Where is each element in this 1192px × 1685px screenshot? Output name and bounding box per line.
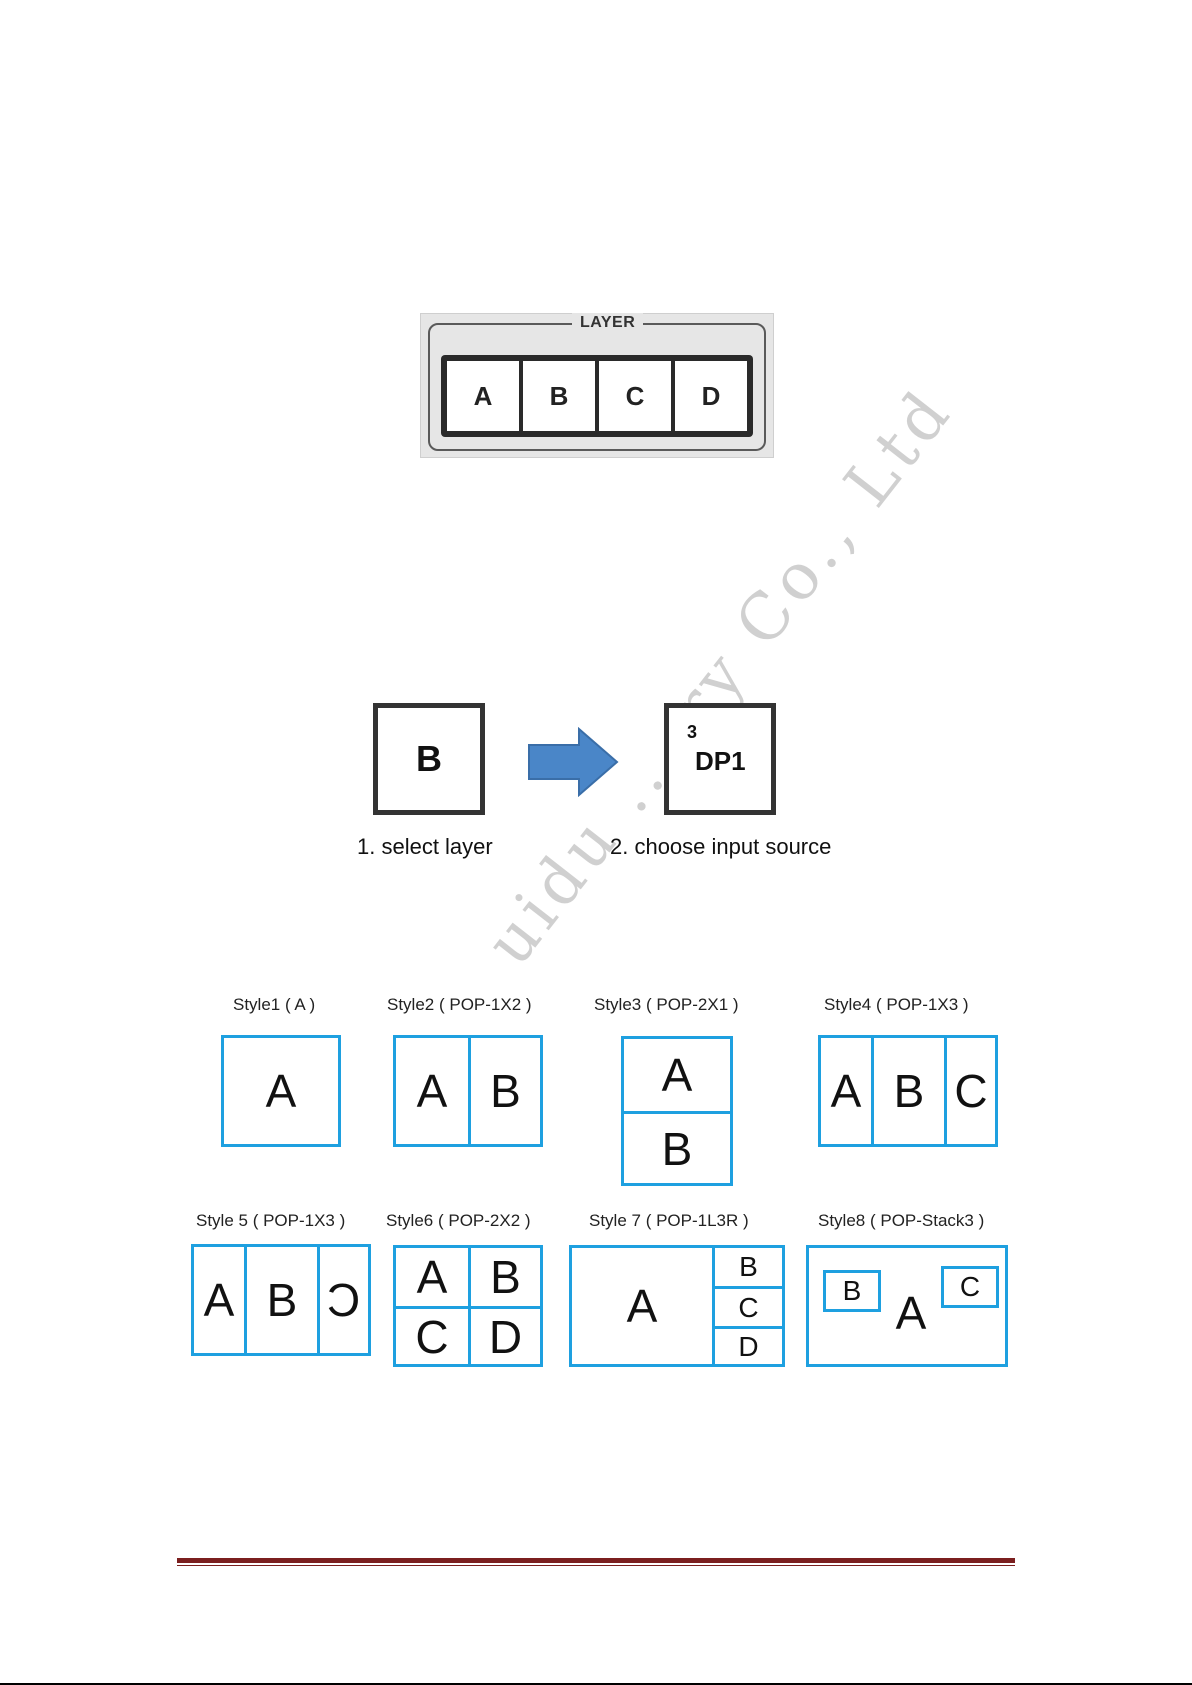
style-8-cell-a: A [881,1278,941,1348]
style-5-diagram: A B C [191,1244,371,1356]
style-5-cell-b: B [247,1247,317,1353]
right-arrow-icon [527,727,619,797]
style-8-label: Style8 ( POP-Stack3 ) [818,1211,984,1231]
style-6-cell-c: C [396,1309,468,1364]
style-7-cell-b: B [715,1248,782,1286]
style-6-cell-b: B [471,1248,540,1306]
style-7-cell-d: D [715,1329,782,1364]
style-4-cell-c: C [947,1038,995,1144]
style-7-cell-c: C [715,1289,782,1326]
style-5-cell-c: C [320,1247,368,1353]
style-7-label: Style 7 ( POP-1L3R ) [589,1211,749,1231]
layer-button-group: A B C D [441,355,753,437]
input-source-number: 3 [687,722,697,743]
style-7-diagram: A B C D [569,1245,785,1367]
style-8-cell-b: B [823,1270,881,1312]
style-3-diagram: A B [621,1036,733,1186]
style-6-cell-d: D [471,1309,540,1364]
style-2-cell-b: B [471,1038,540,1144]
style-5-label: Style 5 ( POP-1X3 ) [196,1211,345,1231]
layer-button-b[interactable]: B [523,361,595,431]
style-5-cell-c-text: C [327,1273,360,1327]
layer-panel: LAYER A B C D [420,313,774,458]
style-4-cell-b: B [874,1038,944,1144]
style-5-cell-a: A [194,1247,244,1353]
style-3-label: Style3 ( POP-2X1 ) [594,995,739,1015]
style-1-label: Style1 ( A ) [233,995,315,1015]
style-1-cell-a: A [224,1038,338,1144]
style-2-label: Style2 ( POP-1X2 ) [387,995,532,1015]
style-4-cell-a: A [821,1038,871,1144]
step-1-label: 1. select layer [357,834,493,860]
layer-button-c[interactable]: C [599,361,671,431]
style-4-label: Style4 ( POP-1X3 ) [824,995,969,1015]
style-3-cell-a: A [624,1039,730,1111]
style-1-diagram: A [221,1035,341,1147]
style-6-label: Style6 ( POP-2X2 ) [386,1211,531,1231]
input-source-name: DP1 [695,746,746,777]
style-8-cell-c: C [941,1266,999,1308]
step-2-label: 2. choose input source [610,834,831,860]
style-4-diagram: A B C [818,1035,998,1147]
input-source-key: 3 DP1 [664,703,776,815]
style-2-cell-a: A [396,1038,468,1144]
style-3-cell-b: B [624,1114,730,1183]
layer-button-a[interactable]: A [447,361,519,431]
layer-frame: LAYER A B C D [428,323,766,451]
layer-button-d[interactable]: D [675,361,747,431]
style-2-diagram: A B [393,1035,543,1147]
selected-layer-key: B [373,703,485,815]
footer-rule [177,1558,1015,1563]
style-6-cell-a: A [396,1248,468,1306]
layer-title: LAYER [572,313,643,333]
style-6-diagram: A B C D [393,1245,543,1367]
style-7-cell-a: A [572,1248,712,1364]
footer-rule-thin [177,1565,1015,1566]
style-8-diagram: B A C [806,1245,1008,1367]
